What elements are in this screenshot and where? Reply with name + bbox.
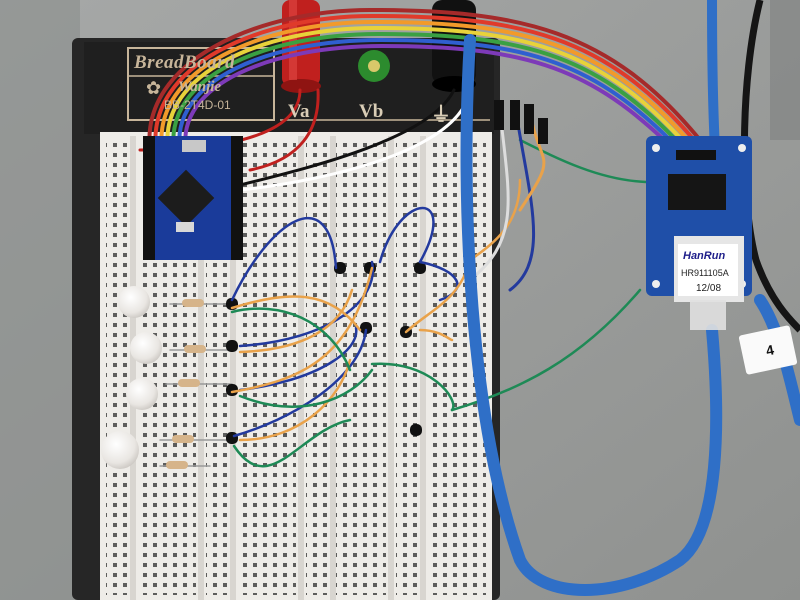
arduino-nano-board [143, 136, 243, 260]
desk-shadow-left [0, 0, 80, 600]
channel-dividers [130, 136, 426, 600]
jack-part-label: HR911105A [681, 268, 729, 278]
jumper-bundle [468, 100, 548, 292]
transistors [226, 262, 426, 444]
led-1 [118, 286, 150, 318]
wanjie-logo-icon: ✿ [146, 78, 161, 99]
ethernet-module [646, 136, 752, 330]
breadboard-brand: BreadBoard [134, 52, 236, 73]
resistors [159, 299, 233, 469]
breadboard-maker: Wanjie [178, 79, 222, 95]
cable-tag [738, 325, 798, 375]
led-2 [130, 332, 162, 364]
jack-date-label: 12/08 [696, 283, 722, 294]
breadboard-model: BB-2T4D-01 [164, 98, 231, 112]
terminal-vb-label: Vb [359, 101, 384, 122]
brand-box [127, 47, 275, 121]
led-4 [101, 431, 139, 469]
jack-brand-label: HanRun [683, 250, 726, 262]
rj45-plug [690, 300, 726, 330]
terminal-va-label: Va [288, 101, 310, 122]
ribbon-cable [147, 7, 702, 152]
ground-symbol: ⏚ [431, 102, 451, 126]
led-3 [126, 378, 158, 410]
leds [101, 286, 162, 469]
desk-edge-right [770, 0, 800, 140]
